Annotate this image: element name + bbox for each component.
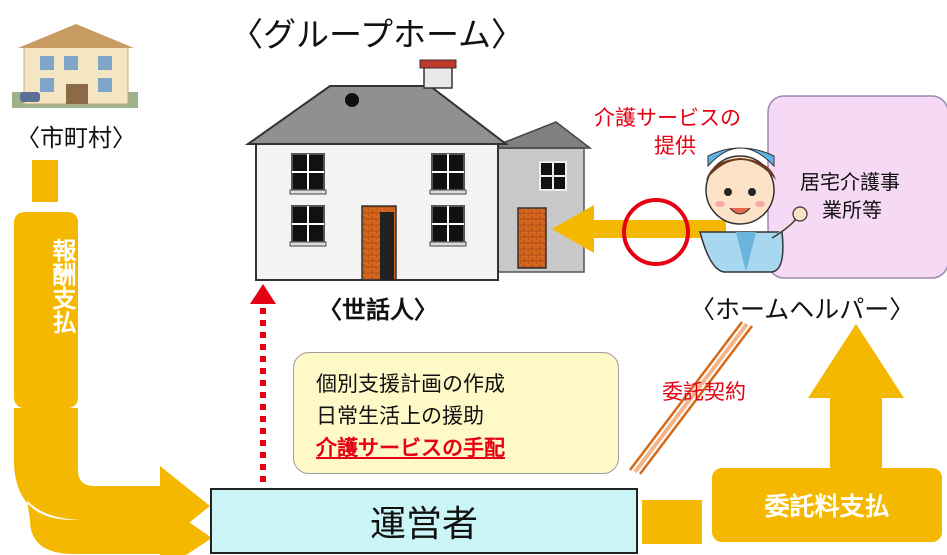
reward-payment-text: 報酬支払 — [48, 238, 76, 334]
care-service-label-line1: 介護サービスの — [594, 106, 741, 130]
red-dotted-arrow — [250, 284, 276, 482]
commission-arrow — [642, 324, 904, 544]
municipality-building-icon — [12, 24, 138, 108]
commission-payment-label: 委託料支払 — [764, 492, 890, 521]
group-home-house — [244, 59, 593, 281]
municipality-label: 〈市町村〉 — [16, 124, 136, 152]
homehelper-label: 〈ホームヘルパー〉 — [690, 295, 915, 324]
caretaker-label: 〈世話人〉 — [318, 296, 438, 324]
reward-payment-label: 報酬支払 — [14, 238, 78, 334]
commission-payment-box: 委託料支払 — [712, 468, 942, 542]
info-box — [293, 352, 619, 474]
agency-box-line1: 居宅介護事 — [800, 170, 900, 194]
operator-box: 運営者 — [210, 488, 638, 554]
contract-label: 委託契約 — [662, 380, 746, 404]
agency-box-line2: 業所等 — [822, 198, 882, 222]
care-service-label-line2: 提供 — [654, 134, 696, 158]
operator-label: 運営者 — [369, 504, 478, 545]
info-line-support: 日常生活上の援助 — [316, 404, 484, 428]
info-line-arrangement: 介護サービスの手配 — [316, 436, 505, 460]
home-helper-character — [699, 147, 808, 273]
care-service-arrow — [552, 198, 726, 266]
info-line-plan: 個別支援計画の作成 — [316, 372, 505, 396]
contract-double-line — [629, 321, 753, 475]
reward-arrow — [14, 160, 212, 555]
group-home-title: 〈グループホーム〉 — [230, 15, 525, 54]
